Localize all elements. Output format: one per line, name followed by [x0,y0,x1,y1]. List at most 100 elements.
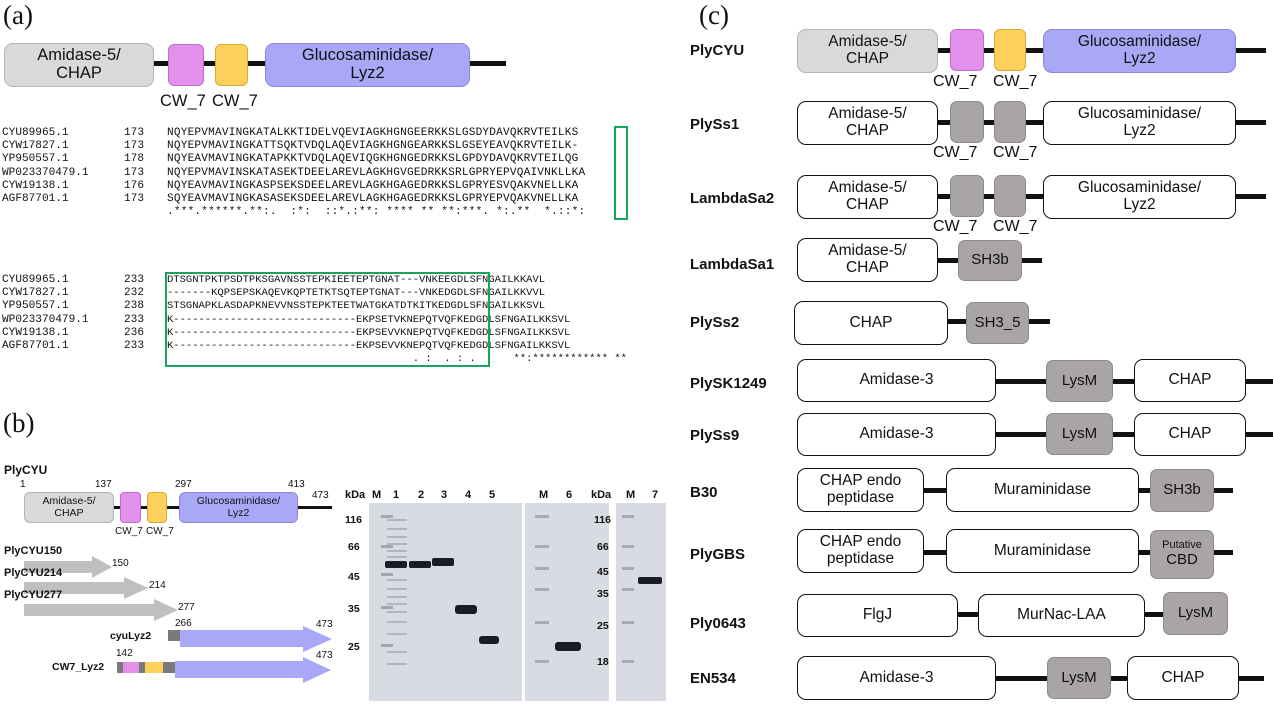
c-row-en534-name: EN534 [690,670,736,687]
c-row-lambdasa1-name: LambdaSa1 [690,256,775,273]
c-row-plycyu-domain-4: Glucosaminidase/ Lyz2 [1043,29,1236,73]
b-gel2-kda: kDa [591,489,612,501]
b-cw7-label-1: CW_7 [115,526,143,537]
b-cw7-domain-2 [147,492,167,523]
c-row-ply0643-domain-1: FlgJ [797,594,958,637]
c-row-plyss1-domain-4: Glucosaminidase/ Lyz2 [1043,101,1236,145]
c-row-plysk1249-domain-1: Amidase-3 [797,359,996,402]
c-row-plyss2-domain-1: CHAP [794,301,948,345]
a-block1-sequences: NQYEPVMAVINGKATALKKTIDELVQEVIAGKHGNGEERK… [167,127,586,219]
a-amidase-domain: Amidase-5/ CHAP [4,43,154,87]
c-row-lambdasa2-domain-4: Glucosaminidase/ Lyz2 [1043,175,1236,219]
c-row-en534-domain-2: LysM [1047,657,1111,699]
b-gel1-lane-1: 1 [393,489,400,501]
c-row-plyss1-domain-1: Amidase-5/ CHAP [797,101,938,145]
c-row-plyss1-cw7-2 [994,101,1026,143]
c-row-plyss9-name: PlySs9 [690,427,740,444]
b-cyulyz2-arrow [168,626,332,652]
c-row-plygbs-putative-label: Putative [1162,539,1202,552]
b-gel2-marker-66: 66 [597,541,609,553]
b-construct-name: PlyCYU [4,463,48,477]
b-plycyu150-end: 150 [112,558,129,569]
c-row-ply0643-name: Ply0643 [690,615,746,632]
a-glucosaminidase-domain: Glucosaminidase/ Lyz2 [265,43,470,87]
panel-label-c: (c) [699,0,729,30]
c-row-plyss9-domain-2: LysM [1046,413,1113,455]
c-row-plysk1249-backbone [994,379,1273,384]
b-cyulyz2-start: 266 [175,618,192,629]
b-cw7lyz2-arrow [117,657,331,683]
b-gel1-lane-5: 5 [489,489,496,501]
b-plycyu277-end: 277 [178,602,195,613]
b-gel2-marker-18: 18 [597,656,609,668]
b-gel2-lane-m: M [539,489,549,501]
b-gel1-kda: kDa [345,489,366,501]
c-row-b30-domain-2: Muraminidase [946,468,1139,512]
b-amidase-domain: Amidase-5/ CHAP [24,492,114,523]
c-row-plyss9-domain-3: CHAP [1134,413,1246,456]
c-row-plygbs-name: PlyGBS [690,546,746,563]
c-row-plysk1249-name: PlySK1249 [690,375,767,392]
b-pos-297: 297 [175,479,192,490]
b-gel1-lane-m: M [372,489,382,501]
b-plycyu214-label: PlyCYU214 [4,567,63,579]
b-gel1-marker-25: 25 [348,641,360,653]
a-cw7-domain-1 [168,44,204,86]
c-row-plyss1-cw7-1 [950,101,984,143]
b-gel3-lane-m: M [626,489,636,501]
a-cw7-domain-2 [215,44,248,86]
b-gel1-lane-3: 3 [441,489,448,501]
b-gel2-image [525,503,609,701]
c-row-plygbs-domain-1: CHAP endo peptidase [797,529,924,573]
c-row-plycyu-name: PlyCYU [690,42,745,59]
b-plycyu150-label: PlyCYU150 [4,545,63,557]
b-gel3-image [616,503,666,701]
b-gel1-marker-35: 35 [348,603,360,615]
c-row-lambdasa2-cw7-1 [950,175,984,217]
c-row-lambdasa2-domain-1: Amidase-5/ CHAP [797,175,938,219]
b-plycyu150-arrow [24,556,112,578]
c-row-lambdasa2-name: LambdaSa2 [690,190,775,207]
b-cyulyz2-end: 473 [316,619,333,630]
c-row-lambdasa2-cw7-label-1: CW_7 [933,218,978,235]
c-row-plyss1-cw7-label-1: CW_7 [933,144,978,161]
b-gel3-lane-7: 7 [652,489,659,501]
c-row-plycyu-cw7-label-2: CW_7 [993,73,1038,90]
b-gel1-image [369,503,522,701]
b-cw7-domain-1 [120,492,141,523]
c-row-lambdasa1-domain-2: SH3b [958,240,1022,281]
b-pos-473: 473 [312,490,329,501]
panel-label-b: (b) [3,408,35,438]
b-gel2-marker-25: 25 [597,620,609,632]
b-pos-137: 137 [95,479,112,490]
a-block2-highlight-box [165,272,490,367]
c-row-b30-name: B30 [690,484,718,501]
c-row-plyss2-name: PlySs2 [690,314,740,331]
b-gel1-lane-2: 2 [418,489,425,501]
b-cw7lyz2-start: 142 [116,648,133,659]
b-gel1-marker-116: 116 [345,514,362,526]
b-plycyu214-arrow [24,577,148,599]
b-gel2-marker-116: 116 [594,514,611,526]
b-gel1-marker-66: 66 [348,541,360,553]
c-row-lambdasa2-cw7-2 [994,175,1026,217]
c-row-lambdasa2-cw7-label-2: CW_7 [993,218,1038,235]
c-row-plyss9-domain-1: Amidase-3 [797,413,996,456]
c-row-lambdasa1-domain-1: Amidase-5/ CHAP [797,238,938,282]
c-row-plycyu-cw7-2 [994,29,1026,71]
c-row-plycyu-domain-1: Amidase-5/ CHAP [797,29,938,73]
panel-label-a: (a) [3,0,33,30]
c-row-plysk1249-domain-2: LysM [1046,360,1113,402]
c-row-en534-domain-1: Amidase-3 [797,656,996,700]
b-cw7lyz2-end: 473 [316,650,333,661]
a-cw7-label-2: CW_7 [212,92,258,110]
c-row-b30-domain-3: SH3b [1150,469,1214,512]
c-row-plyss1-name: PlySs1 [690,116,740,133]
c-row-plycyu-cw7-label-1: CW_7 [933,73,978,90]
a-cw7-label-1: CW_7 [160,92,206,110]
b-pos-1: 1 [20,479,26,490]
b-gel2-marker-45: 45 [597,566,609,578]
